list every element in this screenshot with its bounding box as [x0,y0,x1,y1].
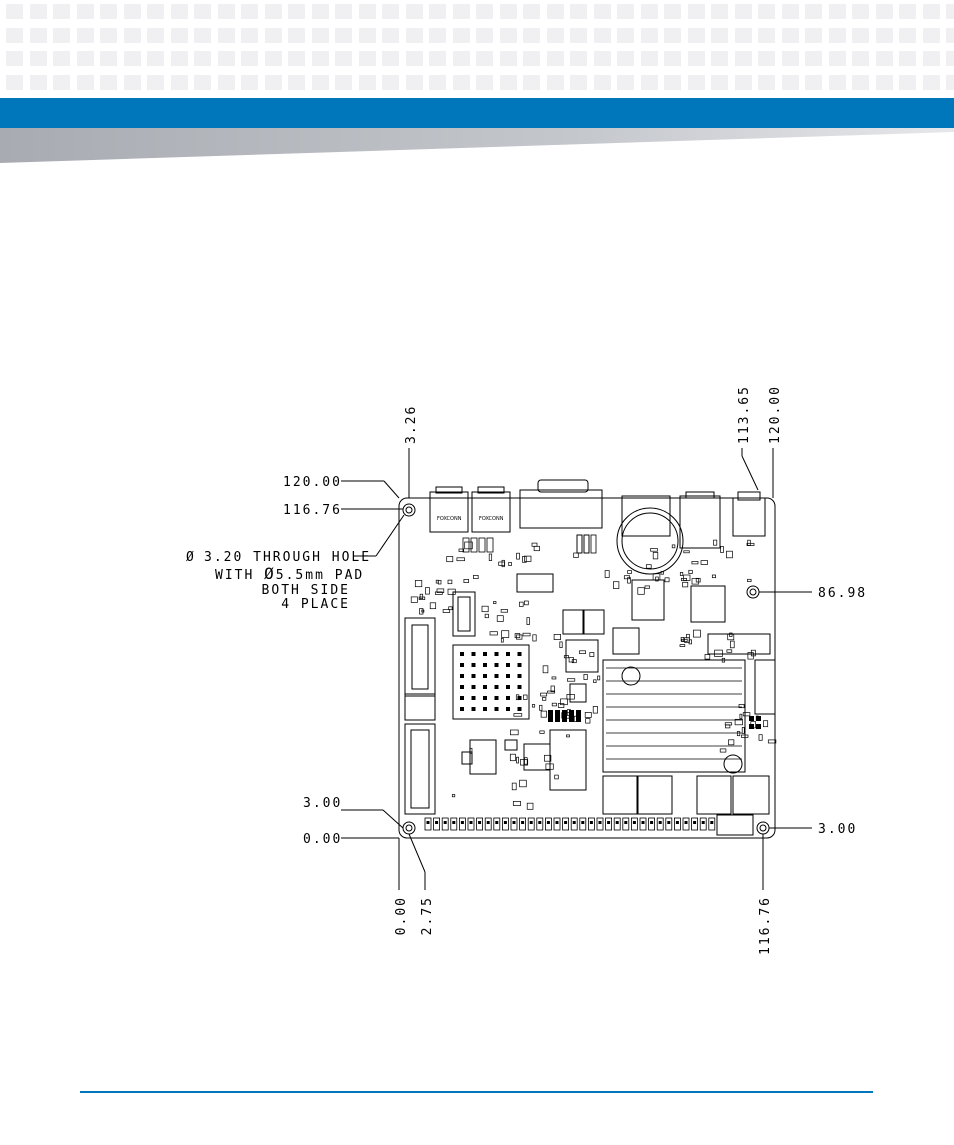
diameter-symbol-icon: Ø [264,564,276,583]
chips [461,573,726,791]
small-components [410,534,777,810]
dim-left-0-00: 0.00 [303,832,342,847]
dim-bottom-116-76: 116.76 [758,896,773,955]
dim-left-120-00: 120.00 [283,475,342,490]
dim-left-116-76: 116.76 [283,503,342,518]
header-tile-pattern [0,0,954,98]
hole-note-line1: 3.20 THROUGH HOLE [204,550,371,565]
through-hole-note: Ø 3.20 THROUGH HOLE WITH Ø5.5mm PAD BOTH… [186,550,371,612]
dim-top-3-26: 3.26 [404,405,419,444]
coin-battery [616,507,684,575]
finned-heatsink [602,659,746,773]
dim-top-113-65: 113.65 [737,385,752,444]
dimension-lines [341,448,812,890]
hole-note-line3: BOTH SIDE [262,583,350,598]
header-blue-band [0,98,954,128]
cpu-heatsink [452,644,530,720]
dim-top-120-00: 120.00 [768,385,783,444]
io-connectors [429,479,766,549]
hole-note-line2: WITH Ø5.5mm PAD [215,564,364,583]
dim-right-86-98: 86.98 [818,586,867,601]
brand-label: FOXCONN [479,516,504,522]
header-gray-band [0,128,954,163]
left-sockets [404,617,436,815]
storage-connectors [452,591,776,715]
dim-bottom-2-75: 2.75 [420,896,435,935]
svg-text:Ø: Ø [186,550,196,565]
footer-rule [80,1091,873,1093]
dim-right-3-00: 3.00 [818,822,857,837]
bottom-jacks [602,775,770,815]
dim-bottom-0-00: 0.00 [394,896,409,935]
diameter-symbol-icon: Ø [186,550,196,565]
dim-left-3-00: 3.00 [303,796,342,811]
brand-label: FOXCONN [437,516,462,522]
hole-note-line4: 4 PLACE [281,597,350,612]
bottom-header-pins [424,817,716,831]
